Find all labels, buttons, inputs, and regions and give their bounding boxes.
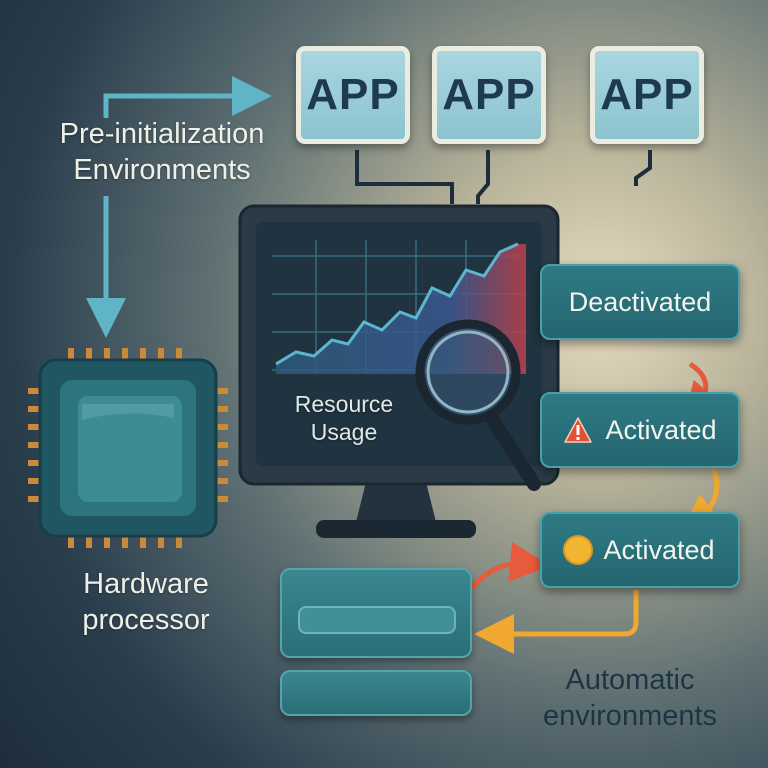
hardware-line2: processor [82, 604, 210, 636]
app-cable-2 [476, 150, 490, 204]
state-activated-dot-label: Activated [603, 534, 715, 565]
monitor-icon [238, 204, 560, 538]
yellow-dot-icon [565, 537, 592, 563]
app-box-3: APP [590, 46, 704, 144]
state-deactivated: Deactivated [540, 264, 740, 340]
server-drive-bar [298, 606, 456, 634]
pre-init-line1: Pre-initialization [59, 118, 265, 150]
state-activated-warning-label: Activated [605, 414, 717, 445]
processor-chip-icon [28, 348, 228, 548]
resource-usage-label: Resource Usage [272, 390, 416, 446]
app-box-1: APP [296, 46, 410, 144]
auto-line1: Automatic [565, 664, 695, 696]
app-cable-3 [634, 150, 652, 186]
pre-init-label: Pre-initialization Environments [46, 116, 278, 188]
auto-line2: environments [542, 700, 718, 732]
app-cable-1 [355, 150, 454, 204]
hardware-label: Hardware processor [46, 566, 246, 638]
server-unit-top [280, 568, 472, 658]
arrow-to-server [474, 590, 639, 654]
pre-init-line2: Environments [73, 154, 251, 186]
server-unit-bottom [280, 670, 472, 716]
hardware-line1: Hardware [83, 568, 209, 600]
state-activated-warning: Activated [540, 392, 740, 468]
auto-env-label: Automatic environments [520, 662, 740, 734]
magnifier-icon [415, 319, 541, 491]
arrow-from-server [470, 542, 550, 590]
resource-line2: Usage [310, 419, 378, 445]
state-deactivated-label: Deactivated [568, 286, 712, 317]
arrow-to-apps [103, 76, 272, 118]
state-activated-dot: Activated [540, 512, 740, 588]
app-box-2: APP [432, 46, 546, 144]
resource-line1: Resource [294, 391, 394, 417]
warning-triangle-icon [564, 417, 593, 443]
